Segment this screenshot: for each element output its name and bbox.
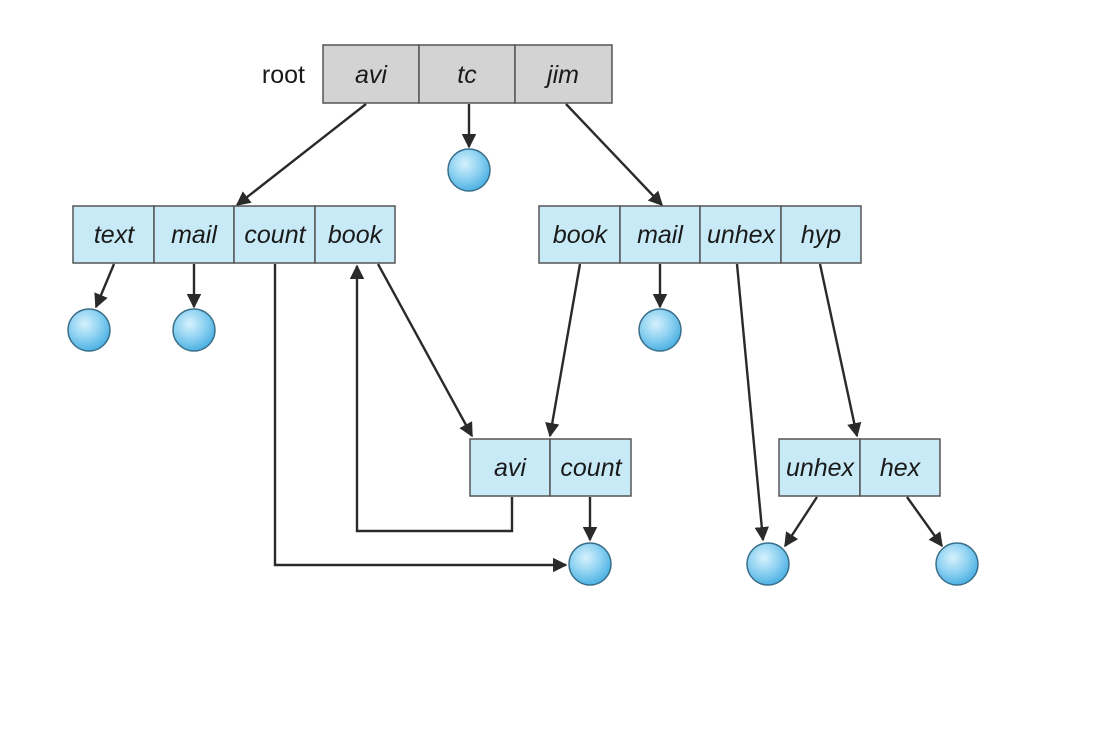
avi-entry-count: count (244, 221, 306, 249)
edges (94, 103, 943, 573)
hyp-directory: unhex hex (778, 438, 941, 497)
edge-hyp-hex (906, 496, 943, 548)
jim-directory: book mail unhex hyp (538, 205, 862, 264)
hyp-cell-hex (859, 438, 941, 497)
hyp-entry-unhex: unhex (786, 454, 856, 482)
jim-entry-unhex: unhex (707, 221, 777, 249)
shared-cell-count (549, 438, 632, 497)
shared-directory: avi count (469, 438, 632, 497)
avi-cell-mail (153, 205, 235, 264)
shared-cell-avi (469, 438, 551, 497)
edge-avi-text (94, 263, 116, 309)
jim-cell-hyp (780, 205, 862, 264)
file-node-avi-text (67, 308, 111, 352)
edge-jim-book (545, 263, 582, 438)
jim-entry-mail: mail (637, 221, 684, 249)
avi-cell-count (233, 205, 316, 264)
edge-avi-count (273, 264, 568, 573)
file-node-avi-mail (172, 308, 216, 352)
shared-entry-count: count (560, 454, 622, 482)
edge-avi-book (376, 263, 474, 438)
jim-entry-hyp: hyp (801, 221, 841, 249)
hyp-cell-unhex (778, 438, 861, 497)
jim-entry-book: book (553, 221, 609, 249)
avi-entry-mail: mail (171, 221, 218, 249)
edge-jim-hyp (818, 263, 862, 438)
avi-entry-book: book (328, 221, 384, 249)
avi-directory: text mail count book (72, 205, 396, 264)
jim-cell-book (538, 205, 621, 264)
jim-cell-mail (619, 205, 701, 264)
avi-entry-text: text (94, 221, 135, 249)
edge-root-jim (565, 103, 663, 207)
root-entry-jim: jim (544, 61, 579, 89)
file-node-jim-mail (638, 308, 682, 352)
root-directory: root avi tc jim (262, 44, 613, 104)
avi-cell-text (72, 205, 155, 264)
avi-cell-book (314, 205, 396, 264)
file-node-hex (935, 542, 979, 586)
hyp-entry-hex: hex (880, 454, 922, 482)
root-cell-jim (514, 44, 613, 104)
edge-hyp-unhex (783, 496, 819, 548)
root-cell-avi (322, 44, 420, 104)
root-entry-avi: avi (355, 61, 388, 89)
edge-shared-avi-back (349, 264, 514, 533)
file-node-unhex (746, 542, 790, 586)
root-label: root (262, 61, 305, 89)
file-node-count (568, 542, 612, 586)
root-entry-tc: tc (457, 61, 477, 89)
edge-jim-unhex (735, 263, 769, 542)
file-nodes (67, 148, 979, 586)
edge-root-avi (235, 103, 367, 206)
shared-entry-avi: avi (494, 454, 527, 482)
file-node-tc (447, 148, 491, 192)
